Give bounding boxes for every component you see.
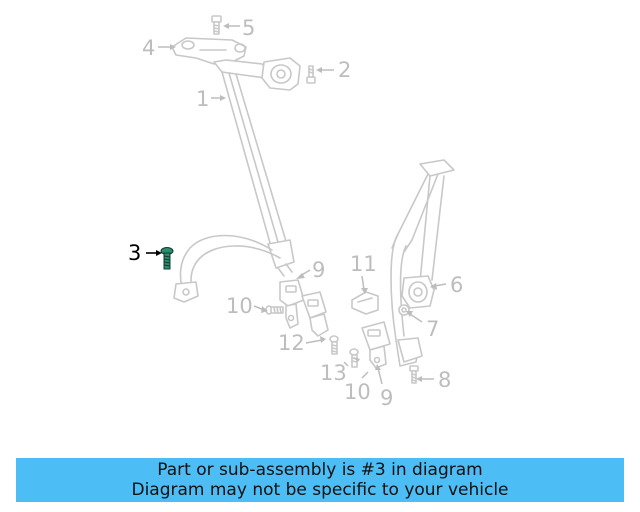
callout-12: 12 [278,331,305,355]
part-1-webbing [221,71,295,277]
callout-10-right: 10 [344,380,371,404]
part-9-buckle-lower [361,321,391,369]
callout-labels: 4 5 2 1 3 9 11 6 10 7 12 13 8 10 9 [128,16,463,410]
callout-6: 6 [450,273,463,297]
part-4-upper-bracket [171,37,247,65]
callout-2: 2 [338,58,351,82]
part-8-bolt [409,365,419,384]
callout-11: 11 [350,252,377,276]
part-7-nut [398,304,410,316]
callout-13: 13 [320,361,347,385]
part-3-anchor-bolt [160,247,174,270]
info-banner: Part or sub-assembly is #3 in diagram Di… [16,458,624,502]
banner-disclaimer: Diagram may not be specific to your vehi… [131,480,509,500]
part-12-bolt [329,335,339,355]
center-buckle [301,291,329,337]
part-10-bolt-left [265,305,284,315]
callout-10-left: 10 [226,294,253,318]
upper-retractor [213,57,301,91]
callout-3: 3 [128,241,141,265]
callout-8: 8 [438,368,451,392]
callout-9-lower: 9 [380,386,393,410]
parts-diagram: 4 5 2 1 3 9 11 6 10 7 12 13 8 10 9 [128,15,463,410]
callout-5: 5 [242,16,255,40]
part-2-bolt [306,65,316,84]
callout-4: 4 [142,36,155,60]
callout-1: 1 [196,87,209,111]
banner-part-notice: Part or sub-assembly is #3 in diagram [157,460,483,480]
part-11-clip [351,291,379,315]
part-9-buckle-tongue [279,279,305,329]
lower-anchor-strap [173,234,281,303]
part-5-bolt [211,15,222,35]
callout-9-upper: 9 [312,258,325,282]
right-belt-assembly [390,159,455,367]
callout-7: 7 [426,317,439,341]
leader-lines [146,23,447,385]
